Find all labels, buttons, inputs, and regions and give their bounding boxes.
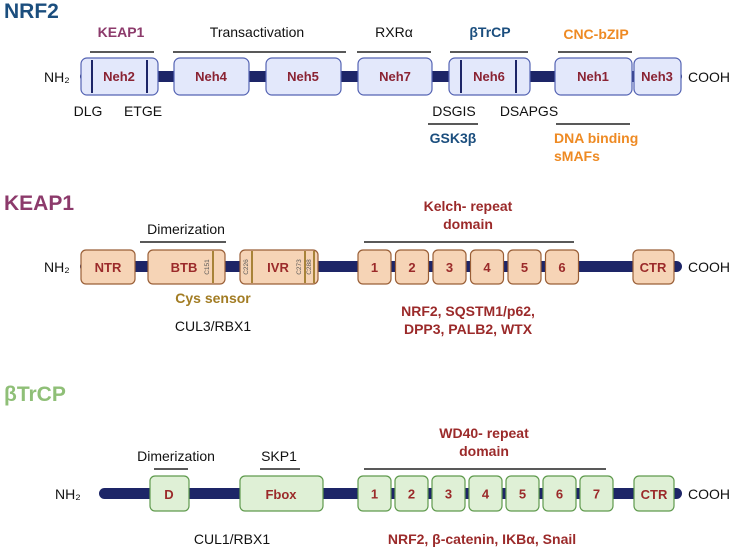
btrcp-fbox-domain: [239, 475, 324, 512]
nrf2-dlg-label: DLG: [74, 103, 103, 119]
nrf2-rxra-label: RXRα: [375, 24, 413, 40]
keap1-btb-label: BTB: [171, 260, 198, 275]
nrf2-neh2-label: Neh2: [103, 69, 135, 84]
nrf2-dna-binding-label: DNA binding: [554, 130, 638, 146]
keap1-kelch-repeat-1-label: 1: [371, 260, 378, 275]
nrf2-smafs-label: sMAFs: [554, 148, 600, 164]
keap1-kelch-repeat-3-label: 3: [446, 260, 453, 275]
btrcp-section: βTrCP Dimerization SKP1 WD40- repeat dom…: [4, 383, 730, 547]
nrf2-dsapgs-label: DSAPGS: [500, 103, 558, 119]
nrf2-title: NRF2: [4, 0, 59, 23]
btrcp-wd40-repeat-2-box: [394, 475, 429, 512]
keap1-partners-line1: NRF2, SQSTM1/p62,: [401, 303, 535, 319]
keap1-btb-domain: [147, 249, 226, 285]
keap1-cys-sensor-label: Cys sensor: [175, 290, 251, 306]
nrf2-neh6-domain: [448, 57, 531, 96]
keap1-c151-label: C151: [204, 259, 211, 275]
keap1-ntr-domain: [80, 249, 136, 285]
btrcp-wd40-repeat-4-box: [468, 475, 503, 512]
keap1-kelch-repeat-6-box: [544, 249, 580, 285]
btrcp-ctr-domain: [633, 475, 675, 512]
nrf2-nh2-label: NH₂: [44, 69, 70, 85]
nrf2-neh1-label: Neh1: [577, 69, 609, 84]
btrcp-cul1-label: CUL1/RBX1: [194, 531, 270, 547]
nrf2-neh1-domain: [554, 57, 633, 96]
keap1-kelch-repeat-1-box: [357, 249, 392, 285]
btrcp-wd40-repeat-7-label: 7: [593, 487, 600, 502]
nrf2-gsk3b-label: GSK3β: [430, 130, 477, 146]
keap1-ivr-label: IVR: [267, 260, 289, 275]
keap1-ctr-label: CTR: [640, 260, 667, 275]
btrcp-skp1-label: SKP1: [261, 448, 297, 464]
btrcp-wd40-repeat-5-box: [505, 475, 540, 512]
nrf2-keap1-label: KEAP1: [98, 24, 145, 40]
keap1-c288-label: C288: [306, 259, 313, 275]
nrf2-neh3-label: Neh3: [641, 69, 673, 84]
keap1-title: KEAP1: [4, 192, 74, 215]
btrcp-wd40-repeat-4-label: 4: [482, 487, 490, 502]
keap1-kelch-repeat-3-box: [432, 249, 467, 285]
keap1-kelch-repeats: 1 2 3 4 5 6: [357, 249, 580, 285]
btrcp-wd40-repeat-2-label: 2: [408, 487, 415, 502]
keap1-kelch-repeat-2-label: 2: [408, 260, 415, 275]
nrf2-neh5-domain: [265, 57, 342, 96]
btrcp-wd40-repeat-3-label: 3: [445, 487, 452, 502]
nrf2-section: NRF2 KEAP1 Transactivation RXRα βTrCP CN…: [4, 0, 730, 164]
btrcp-fbox-label: Fbox: [265, 487, 297, 502]
nrf2-neh6-label: Neh6: [473, 69, 505, 84]
btrcp-wd40-repeat-6-label: 6: [556, 487, 563, 502]
keap1-dimerization-label: Dimerization: [147, 221, 225, 237]
nrf2-transactivation-label: Transactivation: [210, 24, 304, 40]
nrf2-neh3-domain: [633, 57, 682, 96]
btrcp-title: βTrCP: [4, 383, 66, 406]
btrcp-wd40-repeat-1-label: 1: [371, 487, 378, 502]
keap1-ctr-domain: [632, 249, 675, 285]
keap1-kelch-repeat-5-box: [507, 249, 542, 285]
nrf2-etge-label: ETGE: [124, 103, 162, 119]
nrf2-dsgis-label: DSGIS: [432, 103, 476, 119]
btrcp-wd40-repeat-7-box: [579, 475, 614, 512]
keap1-kelch-repeat-5-label: 5: [521, 260, 528, 275]
keap1-kelch-repeat-6-label: 6: [558, 260, 565, 275]
keap1-kelch-label-line2: domain: [443, 216, 493, 232]
keap1-partners-line2: DPP3, PALB2, WTX: [404, 321, 533, 337]
btrcp-wd40-repeats: 1 2 3 4 5 6 7: [357, 475, 614, 512]
nrf2-neh4-domain: [173, 57, 250, 96]
btrcp-partners-label: NRF2, β-catenin, IKBα, Snail: [388, 531, 576, 547]
nrf2-cooh-label: COOH: [688, 69, 730, 85]
btrcp-ctr-label: CTR: [641, 487, 668, 502]
keap1-nh2-label: NH₂: [44, 259, 70, 275]
keap1-cul3-label: CUL3/RBX1: [175, 318, 251, 334]
nrf2-neh2-domain: [80, 57, 159, 96]
nrf2-cnc-bzip-label: CNC-bZIP: [563, 26, 628, 42]
keap1-c273-label: C273: [296, 259, 303, 275]
btrcp-cooh-label: COOH: [688, 486, 730, 502]
btrcp-d-label: D: [164, 487, 173, 502]
keap1-kelch-repeat-2-box: [394, 249, 430, 285]
nrf2-neh4-label: Neh4: [195, 69, 228, 84]
keap1-cooh-label: COOH: [688, 259, 730, 275]
btrcp-d-domain: [149, 475, 190, 512]
btrcp-nh2-label: NH₂: [55, 486, 81, 502]
btrcp-wd40-repeat-6-box: [542, 475, 577, 512]
keap1-kelch-repeat-4-box: [469, 249, 505, 285]
btrcp-wd40-repeat-5-label: 5: [519, 487, 526, 502]
btrcp-wd40-label-line1: WD40- repeat: [439, 425, 529, 441]
keap1-section: KEAP1 Dimerization Kelch- repeat domain …: [4, 192, 730, 337]
nrf2-btrcp-label: βTrCP: [469, 24, 510, 40]
btrcp-wd40-label-line2: domain: [459, 443, 509, 459]
keap1-kelch-label-line1: Kelch- repeat: [424, 198, 513, 214]
btrcp-dimerization-label: Dimerization: [137, 448, 215, 464]
btrcp-wd40-repeat-1-box: [357, 475, 392, 512]
keap1-ivr-domain: [239, 249, 319, 285]
nrf2-neh7-domain: [357, 57, 433, 96]
nrf2-neh7-label: Neh7: [379, 69, 411, 84]
btrcp-wd40-repeat-3-box: [431, 475, 466, 512]
keap1-kelch-repeat-4-label: 4: [483, 260, 491, 275]
keap1-c226-label: C226: [243, 259, 250, 275]
nrf2-neh5-label: Neh5: [287, 69, 319, 84]
keap1-ntr-label: NTR: [95, 260, 122, 275]
